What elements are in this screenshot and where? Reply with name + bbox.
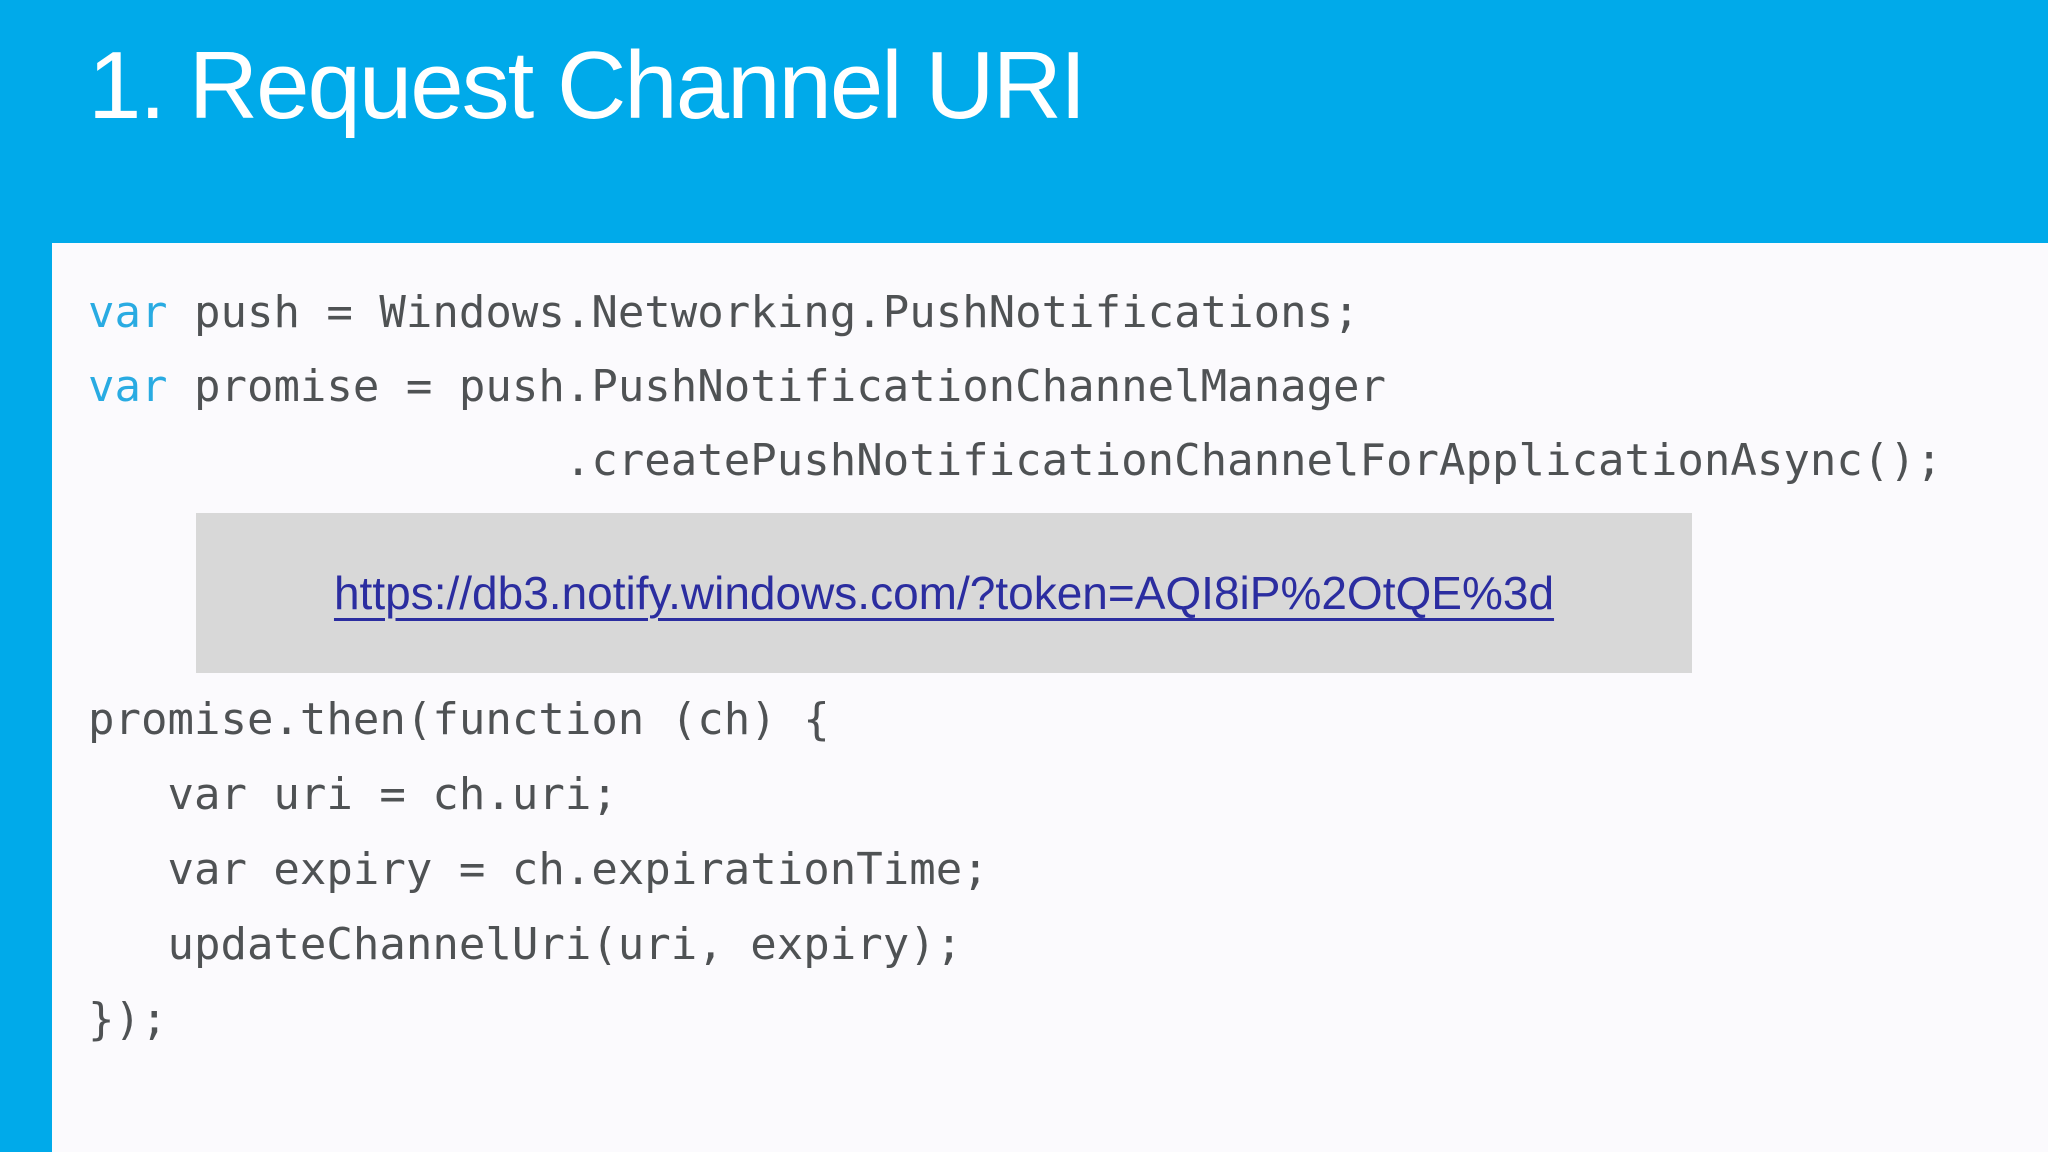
code-line: updateChannelUri(uri, expiry); (88, 907, 989, 982)
code-token: }); (88, 994, 168, 1045)
code-token: updateChannelUri(uri, expiry); (88, 919, 963, 970)
content-panel: var push = Windows.Networking.PushNotifi… (52, 243, 2048, 1152)
channel-uri-highlight-box: https://db3.notify.windows.com/?token=AQ… (196, 513, 1692, 673)
code-line: var uri = ch.uri; (88, 757, 989, 832)
code-line: var promise = push.PushNotificationChann… (88, 350, 1942, 424)
code-token: push = Windows.Networking.PushNotificati… (167, 287, 1360, 338)
keyword-token: var (88, 287, 168, 338)
slide-title: 1. Request Channel URI (88, 32, 1087, 139)
code-line: }); (88, 982, 989, 1057)
code-line: .createPushNotificationChannelForApplica… (88, 424, 1943, 498)
code-token: promise = push.PushNotificationChannelMa… (167, 361, 1387, 412)
code-line: var expiry = ch.expirationTime; (88, 832, 989, 907)
code-line: promise.then(function (ch) { (88, 682, 989, 757)
code-block-1: var push = Windows.Networking.PushNotifi… (88, 276, 1942, 498)
code-token: promise.then(function (ch) { (88, 694, 830, 745)
code-token: var uri = ch.uri; (88, 769, 618, 820)
code-token: var expiry = ch.expirationTime; (88, 844, 989, 895)
code-line: var push = Windows.Networking.PushNotifi… (88, 276, 1942, 350)
keyword-token: var (88, 361, 168, 412)
code-token: .createPushNotificationChannelForApplica… (88, 435, 1943, 486)
code-block-2: promise.then(function (ch) { var uri = c… (88, 682, 989, 1057)
channel-uri-link[interactable]: https://db3.notify.windows.com/?token=AQ… (333, 567, 1555, 619)
